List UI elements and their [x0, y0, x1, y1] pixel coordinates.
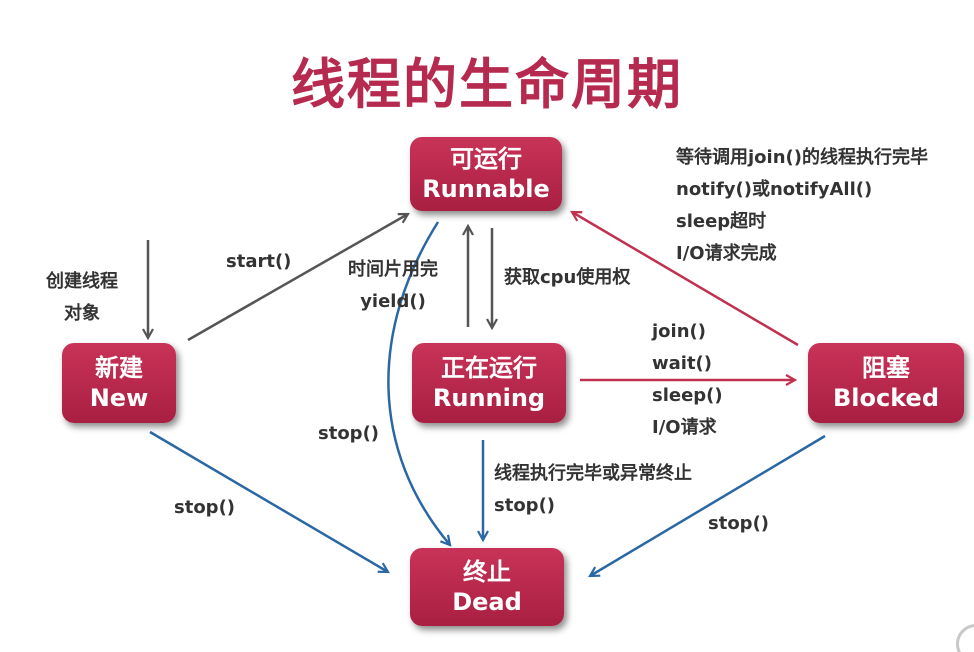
state-blocked-cn: 阻塞	[862, 354, 910, 382]
label-create-line1: 创建线程	[46, 271, 118, 292]
state-new: 新建 New	[62, 343, 176, 423]
label-stop-blocked: stop()	[708, 513, 770, 534]
label-finish-line2: stop()	[494, 495, 556, 516]
arrow-stop-runnable	[387, 221, 450, 545]
label-create: 创建线程 对象	[46, 266, 118, 330]
label-unblock: 等待调用join()的线程执行完毕 notify()或notifyAll() s…	[676, 142, 928, 270]
state-running-cn: 正在运行	[441, 354, 537, 382]
label-finish: 线程执行完毕或异常终止 stop()	[494, 458, 692, 522]
label-unblock-line1: 等待调用join()的线程执行完毕	[676, 147, 928, 168]
label-create-line2: 对象	[64, 303, 100, 324]
state-runnable-en: Runnable	[422, 175, 550, 203]
label-timeslice: 时间片用完 yield()	[348, 254, 438, 318]
label-start: start()	[226, 251, 292, 272]
label-finish-line1: 线程执行完毕或异常终止	[494, 463, 692, 484]
label-stop-new: stop()	[174, 497, 236, 518]
state-dead-cn: 终止	[463, 558, 511, 586]
diagram-title: 线程的生命周期	[291, 53, 683, 116]
label-unblock-line3: sleep超时	[676, 211, 767, 232]
label-block: join() wait() sleep() I/O请求	[652, 316, 723, 444]
label-unblock-line4: I/O请求完成	[676, 243, 777, 264]
state-blocked-en: Blocked	[832, 384, 939, 412]
state-running-en: Running	[432, 384, 546, 412]
arrow-unblock	[572, 212, 799, 347]
label-stop-runnable: stop()	[318, 423, 380, 444]
state-new-cn: 新建	[95, 354, 143, 382]
arrow-stop-blocked	[590, 434, 826, 576]
label-timeslice-line2: yield()	[360, 291, 426, 312]
state-dead: 终止 Dead	[410, 548, 564, 626]
label-get-cpu: 获取cpu使用权	[504, 267, 631, 288]
label-unblock-line2: notify()或notifyAll()	[676, 179, 873, 200]
label-timeslice-line1: 时间片用完	[348, 259, 438, 280]
label-block-line2: wait()	[652, 353, 713, 374]
label-block-line1: join()	[652, 321, 706, 342]
label-block-line4: I/O请求	[652, 417, 717, 438]
state-runnable: 可运行 Runnable	[410, 137, 562, 211]
state-runnable-cn: 可运行	[450, 145, 522, 173]
state-running: 正在运行 Running	[412, 343, 566, 423]
state-blocked: 阻塞 Blocked	[808, 343, 964, 423]
state-new-en: New	[89, 384, 149, 412]
label-block-line3: sleep()	[652, 385, 723, 406]
arrow-stop-new	[149, 430, 388, 572]
state-dead-en: Dead	[452, 588, 522, 616]
arrow-start	[187, 214, 408, 342]
